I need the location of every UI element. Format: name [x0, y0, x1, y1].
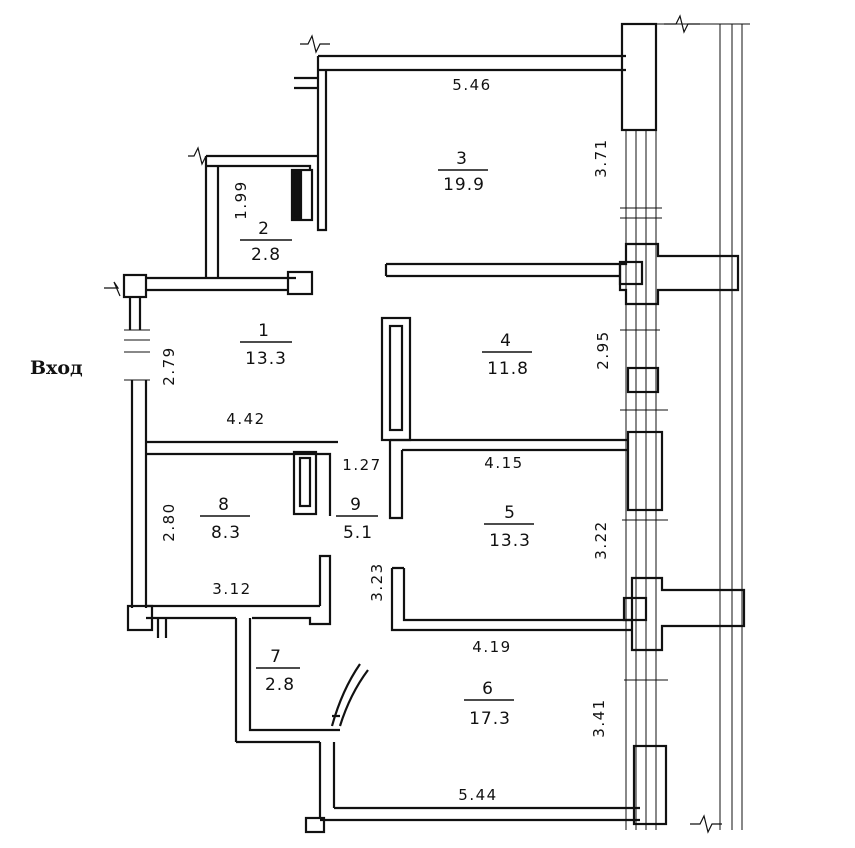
closet-room-8 — [292, 450, 318, 516]
dim-label: 4.19 — [472, 638, 511, 656]
column-bottom — [304, 816, 326, 834]
wall-room-5-6 — [390, 566, 632, 632]
dim-label: 5.46 — [452, 76, 491, 94]
wall-left-exterior — [130, 380, 148, 608]
partition-room-4-outer — [380, 316, 412, 442]
column-entrance-bottom — [126, 604, 154, 632]
room-6-label: 6 17.3 — [464, 679, 514, 729]
dim-label: 1.27 — [342, 456, 381, 474]
dim-label: 4.15 — [484, 454, 523, 472]
break-mark-bottom — [690, 814, 722, 834]
dim-label: 3.12 — [212, 580, 251, 598]
room-number: 7 — [270, 647, 282, 667]
dimension-labels: 5.46 3.71 1.99 2.79 4.42 2.95 1.27 4.15 … — [160, 76, 612, 804]
closet-inner-room-8 — [298, 456, 312, 508]
room-5-label: 5 13.3 — [484, 503, 534, 551]
break-marks — [104, 14, 722, 834]
dim-label: 5.44 — [458, 786, 497, 804]
wall-room-2 — [204, 154, 318, 278]
room-area: 13.3 — [245, 349, 287, 369]
column-small-2 — [286, 270, 314, 296]
dim-label: 3.41 — [590, 698, 608, 737]
break-mark-room-2 — [188, 146, 207, 166]
dim-label: 2.80 — [160, 502, 178, 541]
room-2-label: 2 2.8 — [240, 219, 292, 265]
wall-bottom-room-6 — [320, 806, 640, 822]
left-window-ticks — [124, 329, 150, 381]
room-number: 9 — [350, 495, 362, 515]
room-area: 13.3 — [489, 531, 531, 551]
cross-column-top-inner — [618, 260, 644, 286]
room-number: 4 — [500, 331, 512, 351]
dim-label: 3.22 — [592, 520, 610, 559]
window-pier-top — [620, 22, 658, 132]
room-number: 8 — [218, 495, 230, 515]
dim-label: 4.42 — [226, 410, 265, 428]
room-7-label: 7 2.8 — [256, 647, 300, 695]
room-8-label: 8 8.3 — [200, 495, 250, 543]
partition-room-4-inner — [388, 324, 404, 432]
room-1-label: 1 13.3 — [240, 321, 292, 369]
room-4-label: 4 11.8 — [482, 331, 532, 379]
cross-column-bottom-inner — [622, 596, 648, 622]
dim-label: 2.95 — [594, 330, 612, 369]
wall-door-jamb-7 — [332, 714, 340, 732]
dim-label: 3.23 — [368, 562, 386, 601]
room-9-label: 9 5.1 — [336, 495, 378, 543]
window-pier-room-5 — [626, 430, 664, 512]
break-mark-left — [104, 281, 121, 297]
room-number: 2 — [258, 219, 270, 239]
room-area: 17.3 — [469, 709, 511, 729]
room-3-label: 3 19.9 — [438, 149, 488, 195]
wall-left-room-3 — [316, 56, 328, 232]
wall-room-4-5 — [388, 438, 628, 520]
dim-label: 2.79 — [160, 346, 178, 385]
room-number: 6 — [482, 679, 494, 699]
room-area: 2.8 — [265, 675, 295, 695]
wall-room-6-left — [318, 742, 336, 818]
wall-stub-top — [294, 76, 318, 90]
window-pier-room-4 — [626, 366, 660, 394]
room-number: 3 — [456, 149, 468, 169]
wall-room-3-4 — [384, 262, 620, 278]
room-area: 19.9 — [443, 175, 485, 195]
window-lines — [124, 23, 750, 830]
cross-column-bottom — [630, 576, 746, 652]
door-stub-bottom-left — [156, 618, 168, 638]
wall-room-1-bottom — [146, 440, 338, 516]
room-area: 8.3 — [211, 523, 241, 543]
room-labels: 3 19.9 2 2.8 1 13.3 4 11.8 8 8.3 9 5.1 — [200, 149, 534, 729]
room-number: 5 — [504, 503, 516, 523]
window-pier-bottom — [632, 744, 668, 826]
wall-room-8-bottom — [146, 554, 332, 626]
wall-room-7 — [234, 618, 332, 744]
window-ticks — [620, 207, 668, 681]
closet-fill-room-2 — [291, 170, 303, 220]
entrance-label: Вход — [30, 357, 83, 379]
break-mark-right — [664, 14, 700, 34]
door-arc-room-7 — [330, 663, 369, 727]
wall-entrance-left-top — [128, 297, 142, 330]
dim-label: 1.99 — [232, 180, 250, 219]
room-area: 5.1 — [343, 523, 373, 543]
column-entrance-top — [122, 273, 148, 299]
dim-label: 3.71 — [592, 138, 610, 177]
room-area: 2.8 — [251, 245, 281, 265]
break-mark-top — [300, 34, 330, 54]
room-number: 1 — [258, 321, 270, 341]
room-area: 11.8 — [487, 359, 529, 379]
walls — [122, 22, 746, 834]
wall-room-2-bottom — [146, 276, 296, 292]
wall-top-room-3 — [318, 54, 626, 72]
